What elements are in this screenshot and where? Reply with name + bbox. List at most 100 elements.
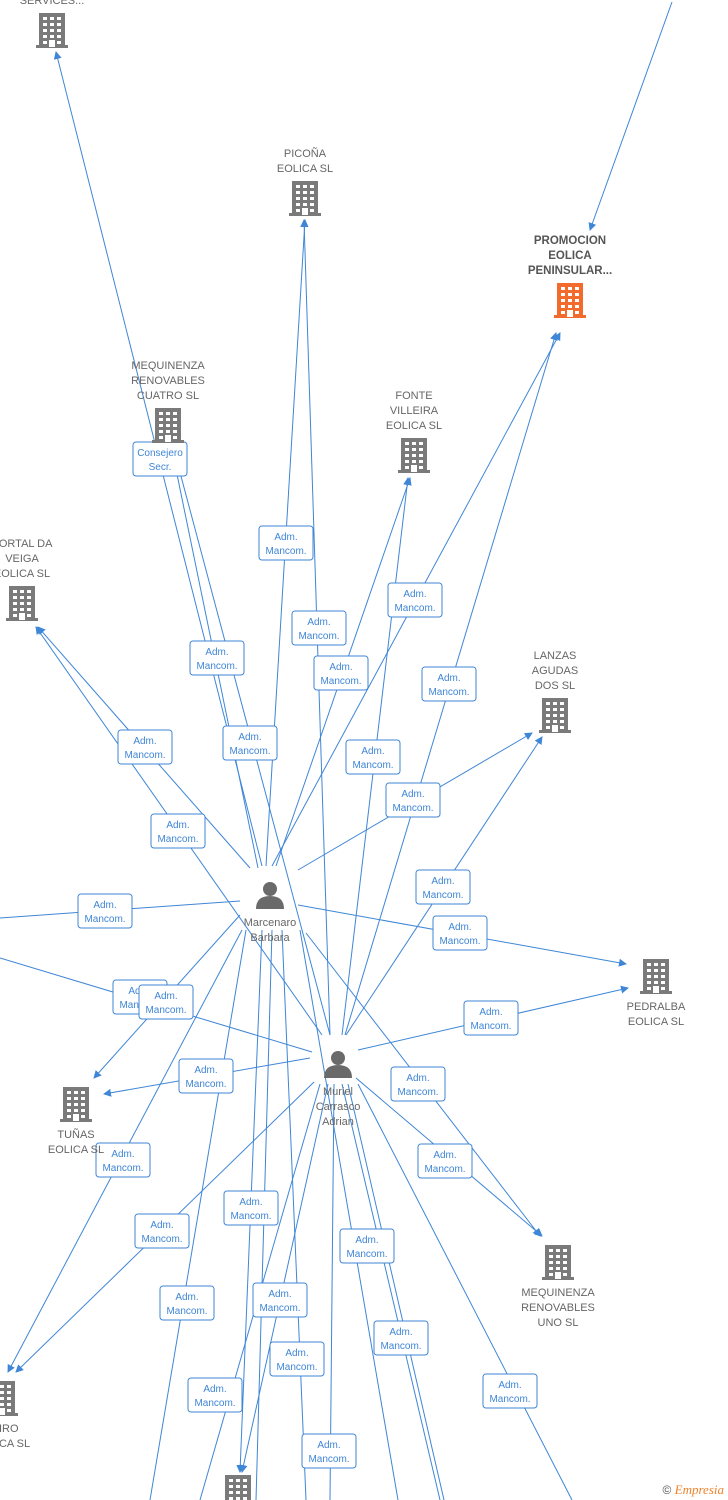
edge-label-text: Secr.	[149, 462, 172, 473]
edge-label-text: Adm.	[329, 662, 352, 673]
edge-label-box	[291, 610, 347, 646]
edge-label-box	[421, 666, 477, 702]
edge-label-text: Adm.	[175, 1292, 198, 1303]
company-node-servicios[interactable]: SERVICES...	[20, 0, 85, 48]
company-label: EOLICA SL	[277, 163, 333, 175]
edge-label-text: Adm.	[498, 1380, 521, 1391]
edge-label: Adm.Mancom.	[421, 666, 477, 702]
edge-label-text: Adm.	[317, 1440, 340, 1451]
company-label: TUÑAS	[57, 1128, 94, 1141]
edge-label: Adm.Mancom.	[159, 1285, 215, 1321]
edge-label-text: Adm.	[93, 900, 116, 911]
company-label: EOLICA SL	[628, 1016, 684, 1028]
company-node-leiro[interactable]: LEIROEOLICA SL	[0, 1381, 30, 1450]
edge-label-text: Mancom.	[394, 603, 435, 614]
edge-label: Adm.Mancom.	[95, 1142, 151, 1178]
edge-label: Adm.Mancom.	[189, 640, 245, 676]
building-icon	[36, 13, 68, 48]
edge-label-text: Mancom.	[124, 750, 165, 761]
edge-label-box	[269, 1341, 325, 1377]
edge-label-text: Mancom.	[489, 1394, 530, 1405]
edge-label-box	[385, 782, 441, 818]
edge-label-box	[223, 1190, 279, 1226]
edge-label-text: Adm.	[431, 876, 454, 887]
edge-label: Adm.Mancom.	[258, 525, 314, 561]
edge-label-box	[77, 893, 133, 929]
company-label: VEIGA	[5, 553, 39, 565]
edge-label: Adm. Mancom.	[77, 893, 133, 929]
edge-label-text: Mancom.	[276, 1362, 317, 1373]
edge-line	[149, 929, 247, 1500]
edge-label-text: Mancom.	[265, 546, 306, 557]
company-node-bottom[interactable]	[222, 1475, 254, 1500]
edge-label: Adm.Mancom.	[417, 1143, 473, 1179]
person-label: Muriel	[323, 1086, 353, 1098]
company-label: MEQUINENZA	[521, 1287, 595, 1299]
edge-label-text: Mancom.	[424, 1164, 465, 1175]
edge-label-box	[345, 739, 401, 775]
edge-label-box	[339, 1228, 395, 1264]
person-icon	[256, 882, 284, 909]
edge-label-text: Adm.	[355, 1235, 378, 1246]
edge-label: Adm.Mancom.	[345, 739, 401, 775]
company-node-portal[interactable]: PORTAL DAVEIGAEOLICA SL	[0, 538, 53, 621]
edge-label: Adm.Mancom.	[291, 610, 347, 646]
company-label: UNO SL	[538, 1317, 579, 1329]
company-label: EOLICA SL	[0, 568, 50, 580]
edge-label: Adm.Mancom.	[150, 813, 206, 849]
edge-label-box	[417, 1143, 473, 1179]
edge-label-text: Mancom.	[196, 661, 237, 672]
person-label: Adrian	[322, 1116, 354, 1128]
edge-label-box	[187, 1377, 243, 1413]
edge-label: Adm.Mancom.	[178, 1058, 234, 1094]
building-icon	[225, 1475, 251, 1500]
edge-label-text: Mancom.	[84, 914, 125, 925]
edge-label-box	[150, 813, 206, 849]
company-label: EOLICA	[548, 250, 591, 262]
edge-label-text: Adm.	[166, 820, 189, 831]
edge-label-text: Mancom.	[428, 687, 469, 698]
edge-label-text: Consejero	[137, 448, 183, 459]
edge-label-text: Adm.	[154, 991, 177, 1002]
edge-label-box	[117, 729, 173, 765]
edge-label-text: Adm.	[361, 746, 384, 757]
edge-label: Adm.Mancom.	[223, 1190, 279, 1226]
company-label: MEQUINENZA	[131, 360, 205, 372]
edge-label-text: Mancom.	[102, 1163, 143, 1174]
company-label: LEIRO	[0, 1423, 19, 1435]
edge-label-text: Adm.	[479, 1007, 502, 1018]
footer-brand: © Empresia	[662, 1482, 724, 1498]
edge-label-text: Adm.	[285, 1348, 308, 1359]
edge-label-box	[482, 1373, 538, 1409]
edge-label-box	[313, 655, 369, 691]
edge-label-text: Mancom.	[229, 746, 270, 757]
edge-label-box	[134, 1213, 190, 1249]
edge-label-box	[373, 1320, 429, 1356]
edge-label: Adm.Mancom.	[138, 984, 194, 1020]
edge-label-text: Adm.	[194, 1065, 217, 1076]
edge-label-text: Adm.	[268, 1289, 291, 1300]
edge-line	[239, 1083, 329, 1473]
brand-name: Empresia	[674, 1482, 724, 1497]
edge-label-text: Mancom.	[392, 803, 433, 814]
edge-label-box	[432, 915, 488, 951]
building-icon	[554, 283, 586, 318]
edge-label-text: Mancom.	[397, 1087, 438, 1098]
building-icon	[289, 181, 321, 216]
edge-label-text: Mancom.	[422, 890, 463, 901]
company-node-promocion[interactable]: PROMOCIONEOLICAPENINSULAR...	[528, 235, 612, 318]
company-label: LANZAS	[534, 650, 577, 662]
edge-line	[357, 1083, 573, 1500]
